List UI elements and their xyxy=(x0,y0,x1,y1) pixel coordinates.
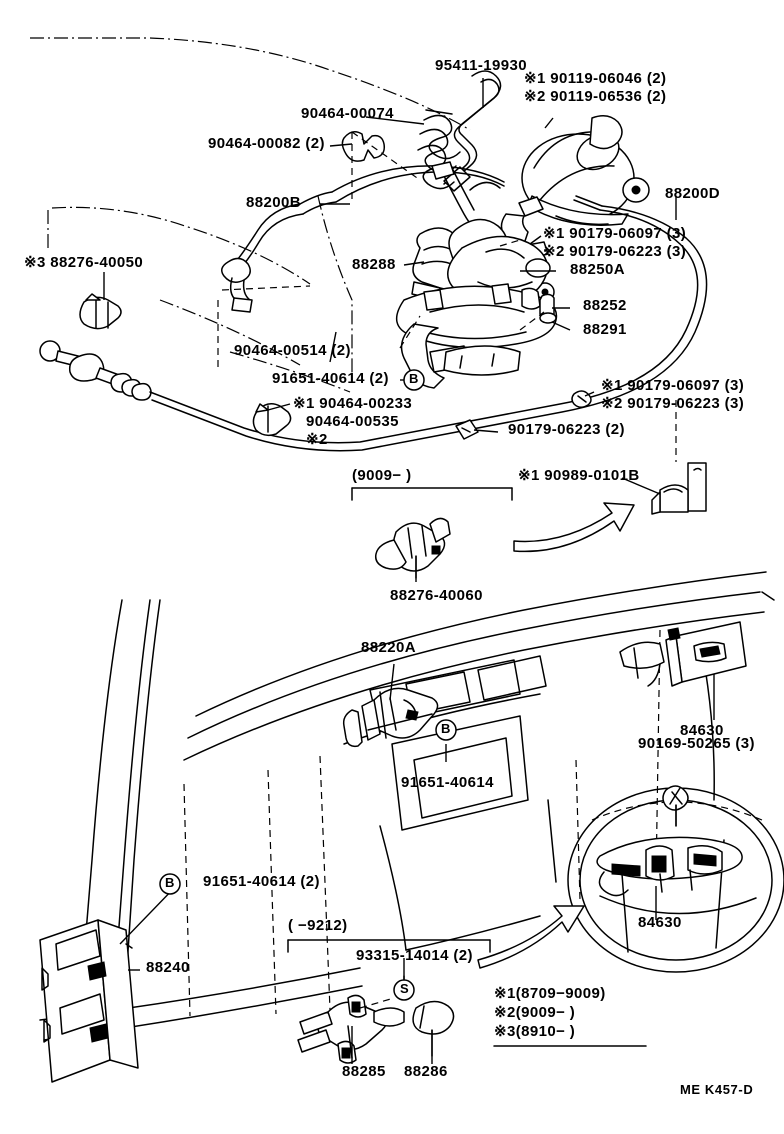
label-84630-dash: 84630 xyxy=(680,722,724,739)
label-mark-2: ※2 xyxy=(306,431,328,448)
label-90169-50265: 90169-50265 (3) xyxy=(638,735,755,752)
legend-mark-1: ※1 xyxy=(494,985,516,1002)
label-88286: 88286 xyxy=(404,1063,448,1080)
label-90179-06097-a: ※1 90179-06097 (3) xyxy=(543,225,687,242)
label-90179-06223-c: ※2 90179-06223 (3) xyxy=(601,395,745,412)
label-88250A: 88250A xyxy=(570,261,625,278)
label-91651-40614-a: 91651-40614 (2) xyxy=(272,370,389,387)
cable-clips xyxy=(252,390,592,440)
marker-s-1: S xyxy=(400,981,410,996)
label-84630-wheel: 84630 xyxy=(638,914,682,931)
label-88200D: 88200D xyxy=(665,185,720,202)
engine-bay-outline xyxy=(30,37,471,393)
label-91651-40614-b: 91651-40614 xyxy=(401,774,494,791)
label-93315-14014: 93315-14014 (2) xyxy=(356,947,473,964)
legend-item-3: ※3(8910− ) xyxy=(494,1023,575,1042)
label-90179-06223-b: 90179-06223 (2) xyxy=(508,421,625,438)
label-90464-00535: 90464-00535 xyxy=(306,413,399,430)
clamp-88276-40060 xyxy=(374,517,451,579)
vacuum-hose-88200B xyxy=(221,161,505,313)
relay-bracket-90989 xyxy=(651,400,707,515)
label-90119-06046: ※1 90119-06046 (2) xyxy=(524,70,667,87)
control-cable-88200D xyxy=(39,195,708,452)
label-range-9212: ( −9212) xyxy=(288,917,348,934)
legend-item-1: ※1(8709−9009) xyxy=(494,985,606,1004)
cruise-ecu-88240 xyxy=(39,919,139,1083)
label-90464-00514: 90464-00514 (2) xyxy=(234,342,351,359)
label-88240: 88240 xyxy=(146,959,190,976)
label-88276-40060: 88276-40060 xyxy=(390,587,483,604)
legend-mark-3: ※3 xyxy=(494,1023,516,1040)
legend-mark-2: ※2 xyxy=(494,1004,516,1021)
cable-clip-88276-40050 xyxy=(79,293,122,330)
legend-range-1: (8709−9009) xyxy=(515,985,606,1002)
switch-boot-88286 xyxy=(412,1000,455,1057)
clutch-switch-88285 xyxy=(297,994,405,1064)
cruise-actuator-84630-dash xyxy=(619,621,747,687)
cruise-actuator xyxy=(500,115,650,302)
leader-lines xyxy=(103,78,715,1064)
label-90464-00082: 90464-00082 (2) xyxy=(208,135,325,152)
range-bracket-bottom xyxy=(287,939,491,953)
circled-markers xyxy=(159,369,457,1001)
label-90464-00233: ※1 90464-00233 xyxy=(293,395,413,412)
label-88291: 88291 xyxy=(583,321,627,338)
steering-wheel xyxy=(567,785,784,973)
label-88200B: 88200B xyxy=(246,194,301,211)
label-90119-06536: ※2 90119-06536 (2) xyxy=(524,88,667,105)
range-bracket-top xyxy=(351,487,513,501)
hose-clamp-90464-00082 xyxy=(341,131,386,162)
label-88276-40050: ※3 88276-40050 xyxy=(24,254,144,271)
label-90989-0101B: ※1 90989-0101B xyxy=(518,467,640,484)
label-90179-06097-c: ※1 90179-06097 (3) xyxy=(601,377,745,394)
label-88220A: 88220A xyxy=(361,639,416,656)
pointer-arrow-bottom xyxy=(477,905,585,969)
legend-range-2: (9009− ) xyxy=(515,1004,576,1021)
label-88285: 88285 xyxy=(342,1063,386,1080)
label-range-9009: (9009− ) xyxy=(352,467,412,484)
label-91651-40614-c: 91651-40614 (2) xyxy=(203,873,320,890)
label-90179-06223-a: ※2 90179-06223 (3) xyxy=(543,243,687,260)
label-95411-19930: 95411-19930 xyxy=(435,57,527,74)
marker-b-1: B xyxy=(409,371,419,386)
label-88252: 88252 xyxy=(583,297,627,314)
legend-range-3: (8910− ) xyxy=(515,1023,576,1040)
cruise-switch-88220A xyxy=(342,687,439,748)
drawing-code: ME K457-D xyxy=(680,1082,754,1097)
marker-b-3: B xyxy=(165,875,175,890)
legend-item-2: ※2(9009− ) xyxy=(494,1004,575,1023)
pointer-arrow-top xyxy=(513,502,635,553)
label-90464-00074: 90464-00074 xyxy=(301,105,394,122)
label-88288: 88288 xyxy=(352,256,396,273)
marker-b-2: B xyxy=(441,721,451,736)
